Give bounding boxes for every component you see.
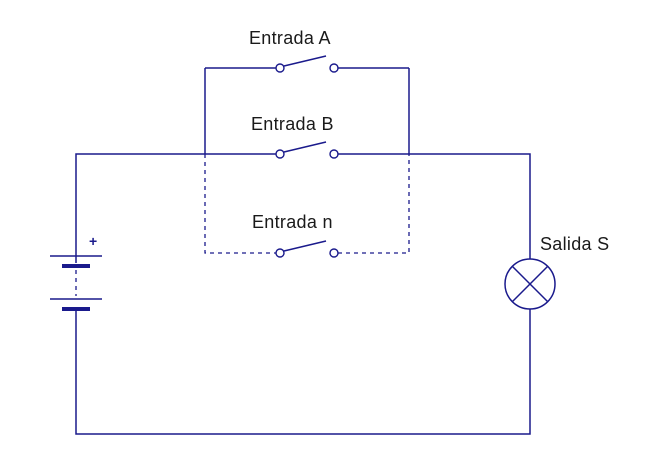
switch-a-terminal-right [329, 63, 339, 73]
wire-bottom [75, 308, 531, 435]
label-entrada-n: Entrada n [252, 212, 333, 232]
switch-b-terminal-right [329, 149, 339, 159]
switch-n [275, 240, 339, 258]
dashed-branch-left [204, 154, 276, 254]
label-entrada-a: Entrada A [249, 28, 331, 48]
switch-a [275, 55, 339, 73]
switch-b [275, 141, 339, 159]
switch-a-terminal-left [275, 63, 285, 73]
label-salida-s: Salida S [540, 234, 610, 254]
dashed-branch-right [338, 154, 410, 254]
battery-plus-sign: + [89, 233, 98, 249]
switch-b-terminal-left [275, 149, 285, 159]
lamp-cross-2 [511, 265, 549, 303]
battery-symbol [50, 255, 102, 311]
lamp-symbol [504, 258, 556, 310]
switch-n-terminal-left [275, 248, 285, 258]
label-entrada-b: Entrada B [251, 114, 334, 134]
switch-n-terminal-right [329, 248, 339, 258]
wire-left-top [75, 153, 205, 263]
wire-right-top [409, 153, 531, 260]
